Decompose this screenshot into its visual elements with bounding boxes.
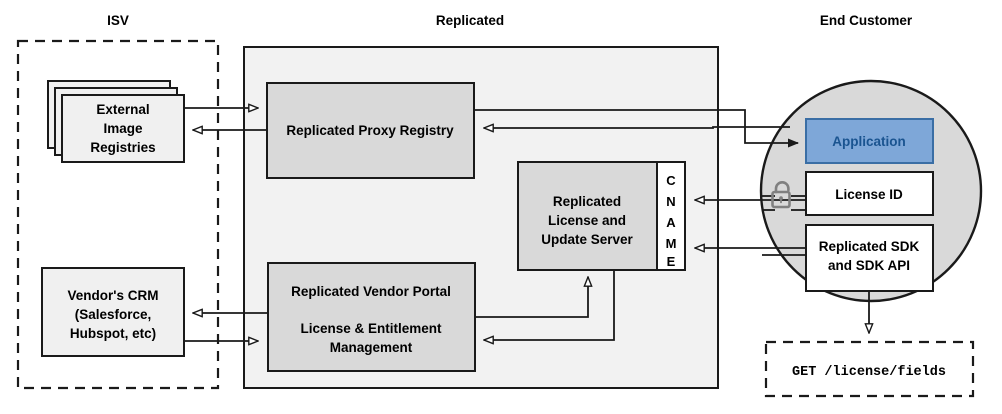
node-vendors-crm[interactable]: Vendor's CRM (Salesforce, Hubspot, etc) (41, 267, 185, 357)
external-registries-line-1: External (96, 102, 149, 117)
external-registries-line-2: Image (103, 121, 143, 136)
node-replicated-vendor-portal[interactable]: Replicated Vendor Portal License & Entit… (267, 262, 476, 372)
cname-letter-m: M (666, 236, 677, 251)
license-server-line-1: Replicated (553, 194, 621, 209)
vendors-crm-line-3: Hubspot, etc) (70, 326, 156, 341)
section-title-isv: ISV (107, 13, 129, 28)
external-registries-line-3: Registries (90, 140, 155, 155)
edge-vendor-portal-to-license-server (474, 277, 588, 318)
node-api-request[interactable]: GET /license/fields (764, 340, 975, 398)
isv-boundary (16, 39, 220, 390)
license-id-label: License ID (835, 187, 903, 202)
replicated-sdk-line-1: Replicated SDK (819, 239, 920, 254)
section-title-end-customer: End Customer (820, 13, 913, 28)
license-server-line-2: License and (548, 213, 626, 228)
replicated-sdk-line-2: and SDK API (828, 258, 910, 273)
application-label: Application (832, 134, 906, 149)
cname-letter-n: N (666, 194, 675, 209)
node-license-id[interactable]: License ID (805, 171, 934, 216)
vendor-portal-line-1: Replicated Vendor Portal (291, 284, 451, 299)
unlocked-padlock-icon (771, 181, 791, 209)
cname-letter-c: C (666, 173, 676, 188)
section-title-replicated: Replicated (436, 13, 504, 28)
node-replicated-proxy-registry[interactable]: Replicated Proxy Registry (266, 82, 475, 179)
vendors-crm-line-1: Vendor's CRM (68, 288, 159, 303)
node-application[interactable]: Application (805, 118, 934, 164)
edge-customer-to-proxy (484, 127, 790, 128)
node-replicated-sdk[interactable]: Replicated SDK and SDK API (805, 224, 934, 292)
proxy-registry-label: Replicated Proxy Registry (286, 123, 454, 138)
vendor-portal-line-2: License & Entitlement (300, 321, 442, 336)
vendors-crm-line-2: (Salesforce, (75, 307, 152, 322)
node-cname-strip[interactable]: C N A M E (656, 161, 686, 271)
api-request-label: GET /license/fields (792, 365, 946, 380)
vendor-portal-line-3: Management (330, 340, 413, 355)
edge-license-server-to-vendor-portal (484, 270, 615, 340)
node-external-image-registries[interactable]: External Image Registries (47, 80, 185, 163)
node-license-and-update-server[interactable]: Replicated License and Update Server (517, 161, 658, 271)
cname-letter-e: E (667, 254, 676, 269)
license-server-line-3: Update Server (541, 232, 633, 247)
cname-letter-a: A (666, 215, 676, 230)
